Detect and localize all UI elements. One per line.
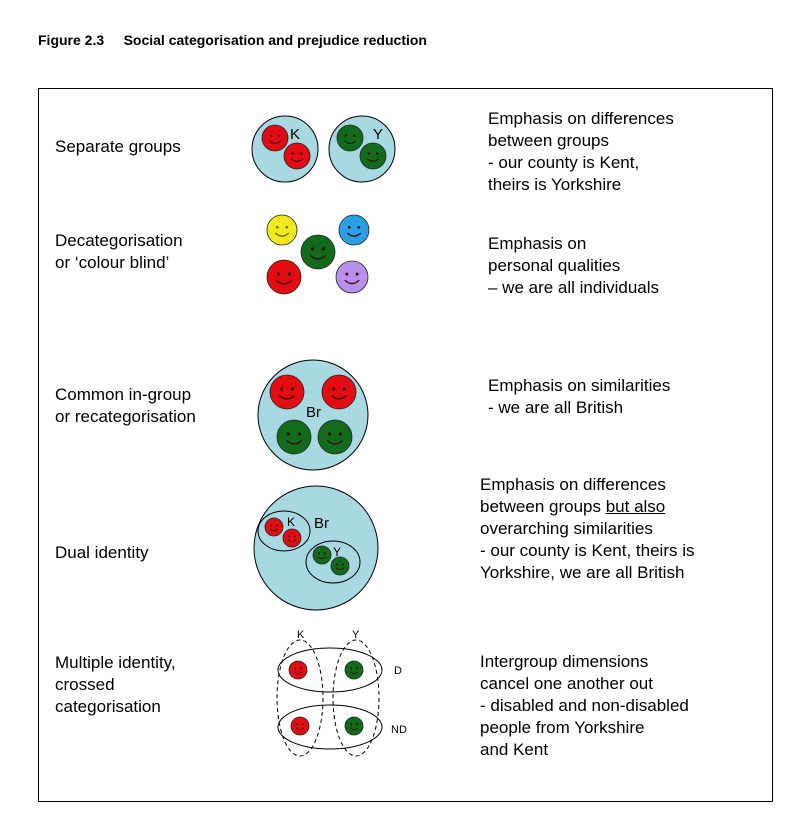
description-line: Emphasis on bbox=[488, 234, 587, 253]
description-line: between groups bbox=[488, 131, 609, 150]
crossed-symbol-y: Y bbox=[352, 629, 360, 641]
crossed-ellipse-d bbox=[277, 647, 383, 693]
smiley-face-icon bbox=[312, 545, 332, 565]
description-line: between groups but also bbox=[480, 496, 694, 518]
dual-subgroup-ellipse-k bbox=[257, 510, 311, 552]
smiley-face-icon bbox=[276, 419, 312, 455]
smiley-face-icon bbox=[282, 528, 302, 548]
smiley-face-icon bbox=[330, 556, 350, 576]
description-dual-identity: Emphasis on differences between groups b… bbox=[480, 474, 694, 584]
description-decategorisation: Emphasis on personal qualities – we are … bbox=[488, 233, 659, 299]
figure-title: Figure 2.3 Social categorisation and pre… bbox=[38, 32, 427, 48]
smiley-face-icon bbox=[344, 716, 364, 736]
group-symbol-k: K bbox=[290, 126, 300, 143]
description-line: - we are all British bbox=[488, 398, 624, 417]
label-dual-identity: Dual identity bbox=[55, 543, 149, 562]
label-decategorisation: Decategorisation or ‘colour blind’ bbox=[55, 231, 183, 272]
crossed-symbol-k: K bbox=[297, 629, 305, 641]
description-line: - our county is Kent, theirs is bbox=[480, 541, 695, 560]
smiley-faces bbox=[261, 124, 387, 736]
label-multiple-identity: Multiple identity, crossed categorisatio… bbox=[55, 653, 176, 716]
description-line: - our county is Kent, bbox=[488, 153, 640, 172]
in-group-symbol-br: Br bbox=[306, 404, 321, 421]
smiley-face-icon bbox=[335, 260, 369, 294]
smiley-face-icon bbox=[321, 374, 357, 410]
description-line: Emphasis on differences bbox=[488, 109, 674, 128]
description-line: personal qualities bbox=[488, 256, 621, 275]
crossed-ellipse-k bbox=[276, 639, 324, 757]
description-line: cancel one another out bbox=[480, 674, 653, 693]
description-separate-groups: Emphasis on differences between groups -… bbox=[488, 108, 674, 196]
crossed-symbol-d: D bbox=[394, 665, 402, 677]
common-in-group-diagram: Br bbox=[257, 359, 369, 471]
smiley-face-icon bbox=[264, 517, 284, 537]
dual-symbol-y: Y bbox=[333, 545, 341, 559]
description-line: Emphasis on similarities bbox=[488, 376, 671, 395]
description-line: Yorkshire, we are all British bbox=[480, 563, 685, 582]
smiley-face-icon bbox=[288, 660, 308, 680]
description-line: people from Yorkshire bbox=[480, 718, 645, 737]
smiley-face-icon bbox=[344, 660, 364, 680]
smiley-face-icon bbox=[300, 234, 336, 270]
dual-symbol-k: K bbox=[287, 515, 295, 529]
description-line: Emphasis on differences bbox=[480, 475, 666, 494]
smiley-face-icon bbox=[261, 124, 289, 152]
description-underlined-segment: but also bbox=[605, 497, 666, 516]
description-line: theirs is Yorkshire bbox=[488, 175, 622, 194]
description-line: Intergroup dimensions bbox=[480, 652, 649, 671]
smiley-face-icon bbox=[266, 214, 298, 246]
smiley-face-icon bbox=[266, 259, 302, 295]
dual-symbol-br: Br bbox=[314, 515, 329, 532]
smiley-face-icon bbox=[336, 124, 364, 152]
smiley-face-icon bbox=[283, 142, 311, 170]
dual-subgroup-ellipse-y bbox=[305, 540, 361, 584]
description-line: – we are all individuals bbox=[488, 278, 660, 297]
smiley-face-icon bbox=[290, 716, 310, 736]
description-line: - disabled and non-disabled bbox=[480, 696, 689, 715]
smiley-face-icon bbox=[359, 142, 387, 170]
description-line: overarching similarities bbox=[480, 519, 653, 538]
label-common-in-group: Common in-group or recategorisation bbox=[55, 385, 196, 426]
figure-frame bbox=[38, 88, 773, 802]
smiley-face-icon bbox=[317, 419, 353, 455]
group-symbol-y: Y bbox=[373, 126, 383, 143]
description-segment: between groups bbox=[480, 497, 601, 516]
crossed-categorisation-diagram: K Y D ND bbox=[276, 629, 407, 757]
description-multiple-identity: Intergroup dimensions cancel one another… bbox=[480, 651, 689, 761]
smiley-face-icon bbox=[269, 374, 305, 410]
smiley-face-icon bbox=[338, 214, 370, 246]
description-line: and Kent bbox=[480, 740, 549, 759]
crossed-symbol-nd: ND bbox=[391, 724, 407, 736]
crossed-ellipse-nd bbox=[277, 704, 383, 750]
crossed-ellipse-y bbox=[332, 639, 380, 757]
description-common-in-group: Emphasis on similarities - we are all Br… bbox=[488, 375, 670, 419]
label-separate-groups: Separate groups bbox=[55, 137, 181, 156]
